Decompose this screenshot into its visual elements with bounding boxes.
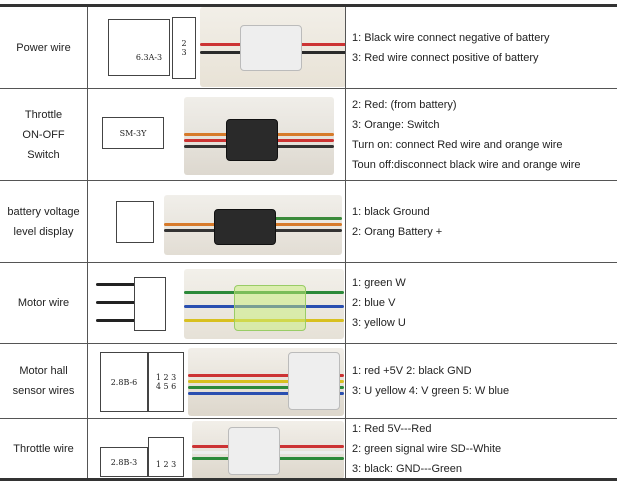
table-row: battery voltage level display 1: black Gr…: [0, 181, 617, 263]
row-description: 1: Black wire connect negative of batter…: [346, 7, 617, 88]
diagram-label: 4 5 6: [155, 382, 177, 391]
connector-photo: [188, 348, 344, 416]
label-text: Power wire: [16, 41, 71, 54]
row-description: 1: Red 5V---Red 2: green signal wire SD-…: [346, 419, 617, 478]
desc-line: 1: black Ground: [352, 205, 430, 218]
desc-line: 3: Orange: Switch: [352, 118, 440, 131]
diagram-label: 2: [181, 39, 187, 48]
connector-image: SM-3Y: [88, 89, 346, 180]
diagram-label: 3: [181, 48, 187, 57]
label-text: Throttle: [24, 108, 63, 121]
desc-line: Turn on: connect Red wire and orange wir…: [352, 138, 563, 151]
row-description: 2: Red: (from battery) 3: Orange: Switch…: [346, 89, 617, 180]
connector-photo: [200, 7, 345, 87]
label-text: sensor wires: [12, 385, 75, 397]
desc-line: 1: Black wire connect negative of batter…: [352, 31, 550, 44]
desc-line: Toun off:disconnect black wire and orang…: [352, 158, 581, 171]
label-text: Switch: [27, 148, 60, 161]
table-row: Motor wire 1: green W 2: blue V 3: yello…: [0, 263, 617, 344]
desc-line: 3: Red wire connect positive of battery: [352, 51, 539, 64]
desc-line: 3: U yellow 4: V green 5: W blue: [352, 385, 510, 397]
label-text: battery voltage: [7, 205, 80, 218]
diagram-label: 1 2 3: [155, 459, 177, 469]
connector-diagram: 2.8B-6: [100, 352, 148, 412]
desc-line: 3: yellow U: [352, 317, 406, 329]
row-label: Throttle wire: [0, 419, 88, 478]
label-text: Motor hall: [19, 365, 68, 377]
connector-diagram-end: 1 2 3: [148, 437, 184, 477]
connector-photo: [164, 195, 342, 255]
connector-diagram: 2.8B-3: [100, 447, 148, 477]
connector-photo: [184, 269, 344, 339]
connector-diagram: SM-3Y: [102, 117, 164, 149]
row-label: Motor hall sensor wires: [0, 344, 88, 418]
row-label: Motor wire: [0, 263, 88, 343]
desc-line: 1: Red 5V---Red: [352, 422, 432, 435]
diagram-label: 1 2 3: [155, 373, 177, 382]
desc-line: 2: blue V: [352, 297, 396, 309]
connector-image: [88, 181, 346, 262]
table-row: Throttle wire 2.8B-3 1 2 3 1: Red 5V---R…: [0, 419, 617, 481]
row-description: 1: red +5V 2: black GND 3: U yellow 4: V…: [346, 344, 617, 418]
desc-line: 2: green signal wire SD--White: [352, 442, 502, 455]
desc-line: 3: black: GND---Green: [352, 462, 463, 475]
desc-line: 1: green W: [352, 277, 406, 289]
connector-diagram: [116, 201, 154, 243]
connector-diagram: 6.3A-3: [108, 19, 170, 76]
connector-photo: [192, 421, 344, 478]
connector-photo: [184, 97, 334, 175]
diagram-label: SM-3Y: [119, 128, 147, 138]
connector-image: 2.8B-3 1 2 3: [88, 419, 346, 478]
row-label: Power wire: [0, 7, 88, 88]
connector-image: [88, 263, 346, 343]
diagram-label: 6.3A-3: [135, 53, 163, 62]
desc-line: 1: red +5V 2: black GND: [352, 365, 472, 377]
row-description: 1: green W 2: blue V 3: yellow U: [346, 263, 617, 343]
row-label: battery voltage level display: [0, 181, 88, 262]
label-text: ON-OFF: [22, 128, 65, 141]
desc-line: 2: Orang Battery +: [352, 225, 443, 238]
connector-diagram: [134, 277, 166, 331]
diagram-label: 2.8B-6: [110, 377, 138, 387]
label-text: Throttle wire: [13, 442, 74, 455]
row-description: 1: black Ground 2: Orang Battery +: [346, 181, 617, 262]
diagram-label: 2.8B-3: [110, 457, 138, 467]
label-text: Motor wire: [17, 297, 70, 309]
desc-line: 2: Red: (from battery): [352, 98, 457, 111]
label-text: level display: [13, 225, 74, 238]
